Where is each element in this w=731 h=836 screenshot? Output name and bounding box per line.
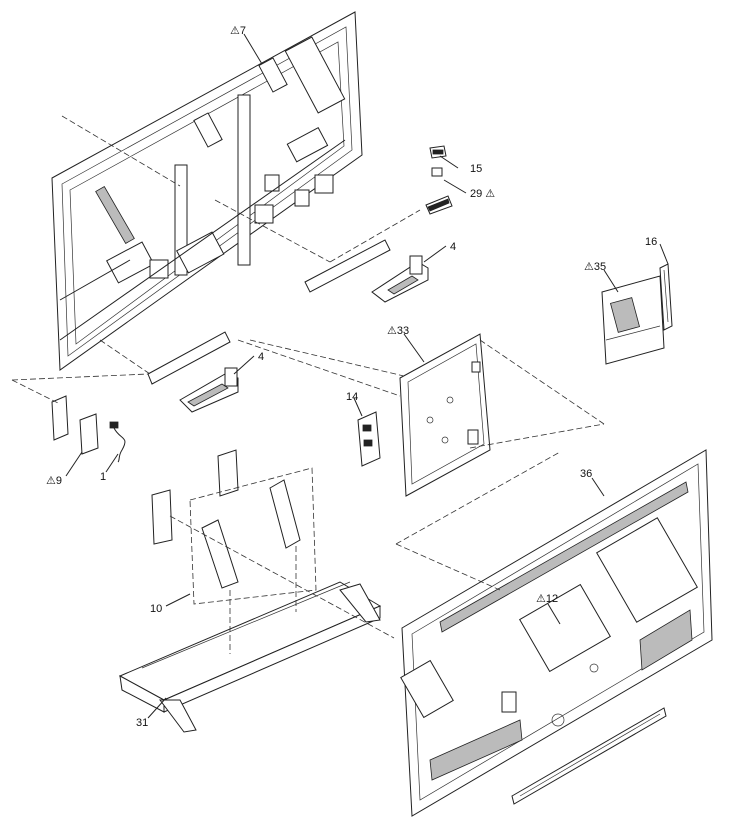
bracket-part-9: [51, 395, 99, 455]
stand-bracket-lower: [147, 331, 239, 413]
bottom-rail-part: [511, 707, 667, 805]
label-part-1: 1: [100, 471, 106, 483]
lcd-panel-frame: [51, 11, 363, 371]
label-part-14: 14: [346, 391, 358, 403]
label-part-31: 31: [136, 717, 148, 729]
label-part-9: ⚠9: [46, 475, 62, 487]
label-part-35: ⚠35: [584, 261, 606, 273]
stand-neck-part-10: [151, 449, 317, 605]
board-part-35: [601, 275, 665, 365]
stand-bracket-upper: [304, 239, 429, 303]
assembly-lines: [11, 115, 605, 654]
label-part-36: 36: [580, 468, 592, 480]
leader-lines: [65, 33, 669, 719]
label-part-15: 15: [470, 163, 482, 175]
label-part-12: ⚠12: [536, 593, 558, 605]
label-part-16: 16: [645, 236, 657, 248]
stand-base-part-31: [118, 581, 382, 733]
main-board-part-33: [399, 333, 491, 497]
label-part-33: ⚠33: [387, 325, 409, 337]
part-labels: ⚠7 15 29 ⚠ 4 16 ⚠35 ⚠33 4 14 ⚠9 1 36 10 …: [46, 25, 657, 729]
cable-part-1: [109, 421, 126, 463]
rear-cover-part-36: [400, 449, 713, 817]
label-part-4-upper: 4: [450, 241, 456, 253]
board-part-14: [357, 411, 381, 467]
label-part-4-lower: 4: [258, 351, 264, 363]
label-part-10: 10: [150, 603, 162, 615]
bracket-part-15: [429, 145, 447, 159]
label-part-29: 29 ⚠: [470, 188, 495, 200]
label-part-7: ⚠7: [230, 25, 246, 37]
bracket-part-29: [425, 167, 453, 215]
board-part-16: [659, 263, 673, 331]
